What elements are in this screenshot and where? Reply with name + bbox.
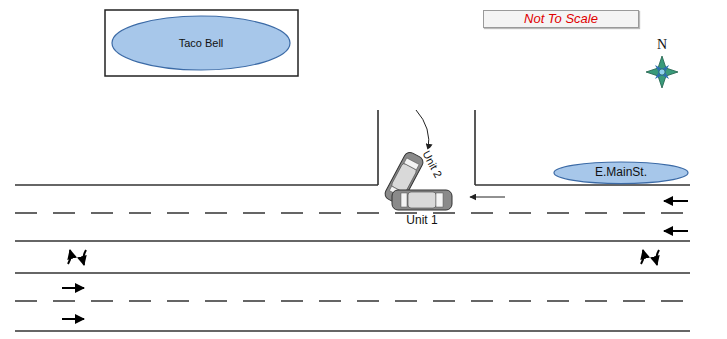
vehicle-unit-1 (392, 190, 452, 210)
driveway-edge (474, 110, 476, 185)
vehicle-label: Unit 2 (419, 148, 444, 181)
business-ellipse: Taco Bell (111, 15, 291, 71)
compass-rose (646, 56, 678, 88)
node-text: Not To Scale (524, 12, 598, 27)
scale-note: Not To Scale (483, 10, 639, 29)
vehicle-label: Unit 1 (405, 214, 438, 227)
ellipse-shape (112, 16, 290, 70)
street-name-ellipse: E.MainSt. (553, 161, 689, 185)
compass-north: N (656, 37, 668, 52)
travel-path (470, 197, 505, 198)
node-text: Taco Bell (171, 37, 231, 50)
driveway-edge (377, 110, 379, 185)
node-text: E.MainSt. (595, 166, 647, 180)
road-markings (15, 185, 690, 331)
ellipse-shape (554, 162, 688, 184)
lane-arrow (62, 201, 688, 319)
travel-path (416, 110, 429, 150)
building-lot (105, 10, 298, 76)
